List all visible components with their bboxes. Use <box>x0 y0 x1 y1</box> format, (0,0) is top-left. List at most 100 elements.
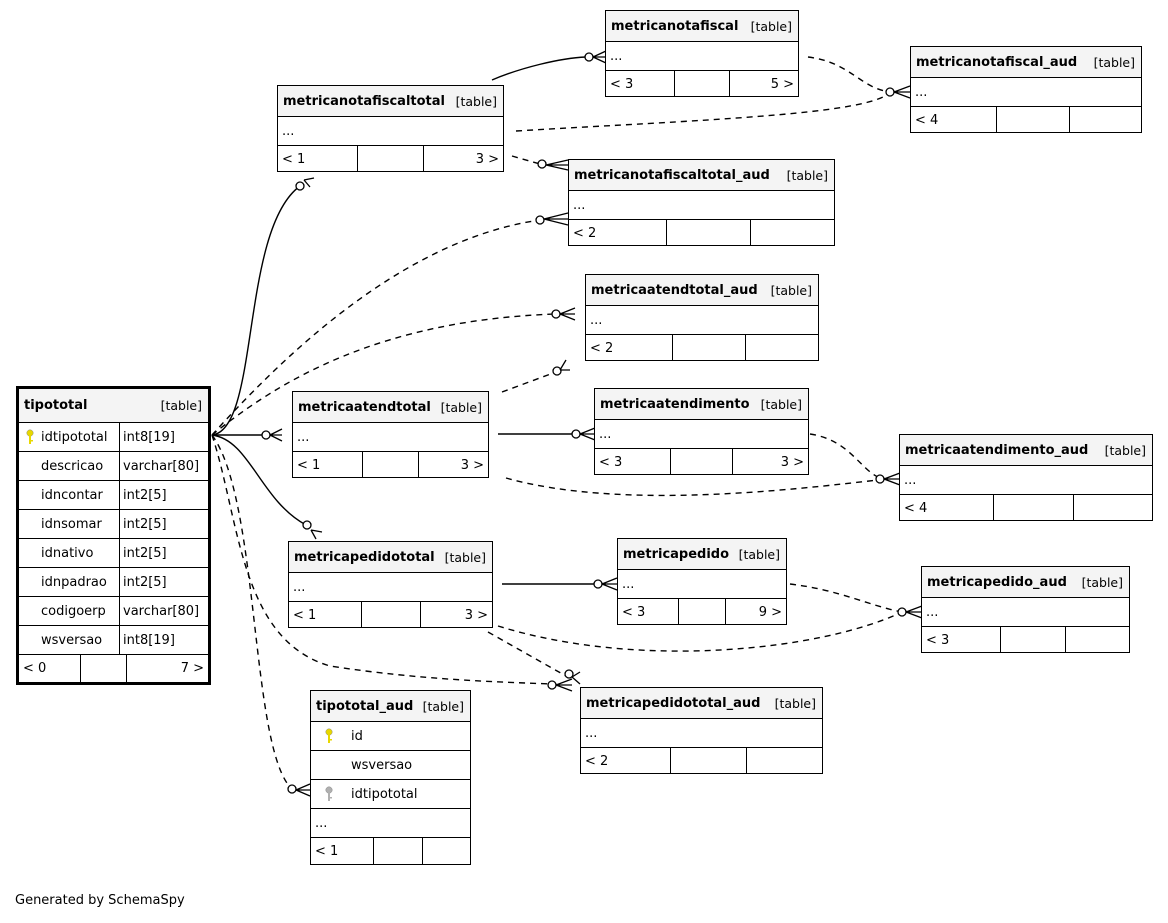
footer-parents: 3 > <box>460 457 484 473</box>
table-footer: < 4 <box>900 495 1152 521</box>
table-body: ... <box>595 420 808 449</box>
table-header: metricaatendimento_aud[table] <box>900 435 1152 466</box>
column-name: idnsomar <box>41 516 102 532</box>
column-row: idtipototal <box>311 780 470 809</box>
footer-parents <box>1074 495 1152 521</box>
column-name: id <box>351 728 363 744</box>
rel-tipototal-metricapedidototal <box>211 434 307 526</box>
table-name: metricaatendtotal_aud <box>591 282 758 298</box>
footer-children: < 2 <box>569 220 667 246</box>
column-name: idnpadrao <box>41 574 107 590</box>
rel-pedidototal-pedido-aud <box>497 612 901 652</box>
column-name: idncontar <box>41 487 103 503</box>
footer-children: < 3 <box>922 627 1001 653</box>
column-name: wsversao <box>41 632 103 648</box>
footer-parents <box>423 838 470 864</box>
footer-spacer <box>679 599 726 625</box>
table-metricaatendimento_aud[interactable]: metricaatendimento_aud[table] ... < 4 <box>899 434 1153 521</box>
footer-parents: 5 > <box>770 76 794 92</box>
rel-tipototal-pedidototal-aud <box>211 434 553 685</box>
table-footer: < 4 <box>911 107 1141 133</box>
rel-notafiscaltotal-notafiscal-aud <box>515 93 889 132</box>
rel-notafiscaltotal-notafiscaltotal-aud <box>511 155 541 165</box>
footer-children: < 1 <box>278 146 358 172</box>
table-name: metricapedidototal <box>294 549 435 565</box>
column-row: idncontar int2[5] <box>19 481 208 510</box>
column-name-cell: descricao <box>19 452 120 480</box>
rel-tipototal-metricanotafiscaltotal <box>211 185 301 436</box>
footer-children: < 2 <box>581 748 671 774</box>
table-name: metricanotafiscaltotal_aud <box>574 167 770 183</box>
column-type: int2[5] <box>123 545 167 561</box>
footer-spacer <box>667 220 751 246</box>
table-header: metricapedidototal[table] <box>289 542 492 573</box>
table-metricaatendtotal_aud[interactable]: metricaatendtotal_aud[table] ... < 2 <box>585 274 819 361</box>
table-tag: [table] <box>455 93 497 109</box>
table-tag: [table] <box>770 282 812 298</box>
footer-parents <box>751 220 834 246</box>
column-type: int2[5] <box>123 516 167 532</box>
table-body: ... <box>586 306 818 335</box>
footer-spacer <box>675 71 730 97</box>
table-body: ... <box>922 598 1129 627</box>
column-name: wsversao <box>351 757 413 773</box>
footer-spacer <box>671 449 733 475</box>
table-name: metricaatendtotal <box>298 399 431 415</box>
rel-tipototal-atendtotal-aud <box>211 313 557 436</box>
column-type: int2[5] <box>123 487 167 503</box>
table-tag: [table] <box>1104 442 1146 458</box>
footer-parents: 3 > <box>464 607 488 623</box>
table-name: metricanotafiscal_aud <box>916 54 1078 70</box>
rel-tipototal-notafiscaltotal-aud <box>211 219 541 436</box>
table-metricanotafiscal_aud[interactable]: metricanotafiscal_aud[table] ... < 4 <box>910 46 1142 133</box>
footer-spacer <box>358 146 424 172</box>
table-header: metricapedido_aud[table] <box>922 567 1129 598</box>
table-metricapedidototal_aud[interactable]: metricapedidototal_aud[table] ... < 2 <box>580 687 823 774</box>
table-footer: < 0 7 > <box>19 655 208 682</box>
table-name: metricanotafiscaltotal <box>283 93 445 109</box>
footer-parents: 9 > <box>758 604 782 620</box>
footer-parents <box>746 335 818 361</box>
table-metricapedido_aud[interactable]: metricapedido_aud[table] ... < 3 <box>921 566 1130 653</box>
table-metricanotafiscaltotal_aud[interactable]: metricanotafiscaltotal_aud[table] ... < … <box>568 159 835 246</box>
table-header: metricaatendtotal[table] <box>293 392 488 423</box>
table-header: metricanotafiscaltotal [table] <box>278 86 503 117</box>
table-name: metricaatendimento <box>600 396 750 412</box>
column-row: id <box>311 722 470 751</box>
column-type: int8[19] <box>123 632 175 648</box>
table-body: ... <box>618 570 786 599</box>
table-tag: [table] <box>160 398 202 413</box>
footer-spacer <box>81 655 127 682</box>
table-name: metricapedido <box>623 546 730 562</box>
table-body: ... <box>311 809 470 838</box>
table-name: metricanotafiscal <box>611 18 739 34</box>
table-footer: < 1 3 > <box>289 602 492 628</box>
table-tag: [table] <box>786 167 828 183</box>
column-name: idtipototal <box>41 429 108 445</box>
table-footer: < 2 <box>569 220 834 246</box>
column-name-cell: idtipototal <box>19 423 120 451</box>
column-name-cell: codigoerp <box>19 597 120 625</box>
rel-tipototal-tipototal-aud <box>211 434 293 790</box>
table-body: ... <box>581 719 822 748</box>
rel-notafiscal-notafiscal-aud <box>807 56 891 93</box>
footer-spacer <box>997 107 1070 133</box>
footer-children: < 1 <box>289 602 362 628</box>
footer-parents <box>747 748 822 774</box>
footer-spacer <box>374 838 423 864</box>
footer-children: < 0 <box>19 655 81 682</box>
